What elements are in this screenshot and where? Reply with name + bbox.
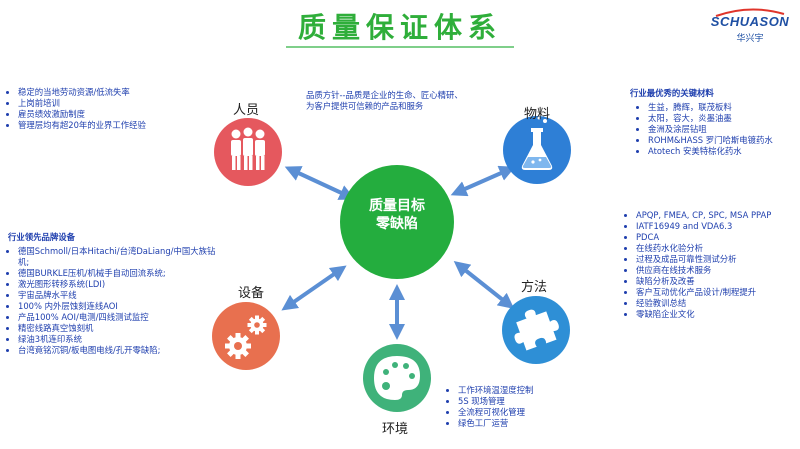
center-circle	[340, 165, 454, 279]
company-logo: SCHUASON 华兴宇	[706, 8, 794, 46]
label-people: 人员	[233, 103, 260, 118]
gears-icon	[225, 315, 267, 359]
people-block: 稳定的当地劳动资源/低流失率 上岗前培训 雇员绩效激励制度 管理层均有超20年的…	[8, 87, 208, 131]
list-item: 宇宙品牌水平线	[18, 290, 218, 301]
equipment-list: 德国Schmoll/日本Hitachi/台湾DaLiang/中国大族钻机; 德国…	[8, 246, 218, 356]
quality-policy: 品质方针--品质是企业的生命、匠心精研、 为客户提供可信赖的产品和服务	[306, 90, 506, 112]
page-title: 质量保证体系	[297, 11, 502, 44]
flask-icon	[521, 116, 553, 170]
center-goal-line2: 零缺陷	[376, 216, 418, 232]
list-item: ROHM&HASS 罗门哈斯电镀药水	[648, 135, 796, 146]
center-goal: 质量目标 零缺陷	[340, 197, 454, 233]
list-item: PDCA	[636, 232, 796, 243]
list-item: 绿油3机连印系统	[18, 334, 218, 345]
arrow-people	[284, 166, 356, 200]
list-item: 缺陷分析及改善	[636, 276, 796, 287]
list-item: 金洲及涂层钻咀	[648, 124, 796, 135]
method-list: APQP, FMEA, CP, SPC, MSA PPAP IATF16949 …	[626, 210, 796, 320]
palette-icon	[374, 356, 420, 400]
arrow-method	[453, 261, 515, 309]
list-item: 在线药水化验分析	[636, 243, 796, 254]
list-item: 客户互动优化产品设计/制程提升	[636, 287, 796, 298]
list-item: 供应商在线技术服务	[636, 265, 796, 276]
quality-policy-line1: 品质方针--品质是企业的生命、匠心精研、	[306, 90, 463, 100]
list-item: 稳定的当地劳动资源/低流失率	[18, 87, 208, 98]
list-item: Atotech 安美特棕化药水	[648, 146, 796, 157]
list-item: 全流程可视化管理	[458, 407, 618, 418]
list-item: 零缺陷企业文化	[636, 309, 796, 320]
logo-name: SCHUASON	[710, 14, 790, 29]
list-item: 精密线路真空蚀刻机	[18, 323, 218, 334]
environment-block: 工作环境温湿度控制 5S 现场管理 全流程可视化管理 绿色工厂运营	[448, 385, 618, 429]
label-equipment: 设备	[238, 286, 265, 301]
list-item: 经验教训总结	[636, 298, 796, 309]
list-item: 德国Schmoll/日本Hitachi/台湾DaLiang/中国大族钻机;	[18, 246, 218, 268]
list-item: APQP, FMEA, CP, SPC, MSA PPAP	[636, 210, 796, 221]
label-environment: 环境	[382, 422, 409, 437]
title-underline	[286, 46, 514, 48]
quality-policy-line2: 为客户提供可信赖的产品和服务	[306, 101, 424, 111]
list-item: 生益，腾辉，联茂板料	[648, 102, 796, 113]
list-item: 工作环境温湿度控制	[458, 385, 618, 396]
arrow-material	[450, 165, 516, 197]
list-item: 产品100% AOI/电测/四线测试监控	[18, 312, 218, 323]
equipment-heading: 行业领先品牌设备	[8, 232, 75, 242]
environment-list: 工作环境温湿度控制 5S 现场管理 全流程可视化管理 绿色工厂运营	[448, 385, 618, 429]
material-list: 生益，腾辉，联茂板料 太阳，容大，炎墨油墨 金洲及涂层钻咀 ROHM&HASS …	[630, 102, 796, 157]
list-item: 德国BURKLE压机/机械手自动回流系统;	[18, 268, 218, 279]
list-item: 上岗前培训	[18, 98, 208, 109]
list-item: 管理层均有超20年的业界工作经验	[18, 120, 208, 131]
list-item: 太阳，容大，炎墨油墨	[648, 113, 796, 124]
list-item: IATF16949 and VDA6.3	[636, 221, 796, 232]
method-block: APQP, FMEA, CP, SPC, MSA PPAP IATF16949 …	[626, 210, 796, 320]
logo-subtitle: 华兴宇	[736, 34, 764, 44]
material-heading: 行业最优秀的关键材料	[630, 88, 714, 98]
list-item: 激光图形转移系统(LDI)	[18, 279, 218, 290]
arrow-equipment	[281, 265, 347, 311]
list-item: 台湾竟铭沉铜/板电图电线/孔开零缺陷;	[18, 345, 218, 356]
label-material: 物料	[524, 107, 551, 122]
logo-swoosh-icon	[715, 8, 785, 17]
center-goal-line1: 质量目标	[369, 198, 425, 214]
equipment-block: 行业领先品牌设备 德国Schmoll/日本Hitachi/台湾DaLiang/中…	[8, 232, 218, 356]
label-method: 方法	[521, 280, 548, 295]
list-item: 100% 内外层蚀刻连线AOI	[18, 301, 218, 312]
list-item: 过程及成品可靠性测试分析	[636, 254, 796, 265]
puzzle-icon	[514, 309, 559, 351]
material-block: 行业最优秀的关键材料 生益，腾辉，联茂板料 太阳，容大，炎墨油墨 金洲及涂层钻咀…	[630, 88, 796, 157]
people-list: 稳定的当地劳动资源/低流失率 上岗前培训 雇员绩效激励制度 管理层均有超20年的…	[8, 87, 208, 131]
list-item: 绿色工厂运营	[458, 418, 618, 429]
people-icon	[231, 127, 265, 170]
list-item: 5S 现场管理	[458, 396, 618, 407]
list-item: 雇员绩效激励制度	[18, 109, 208, 120]
